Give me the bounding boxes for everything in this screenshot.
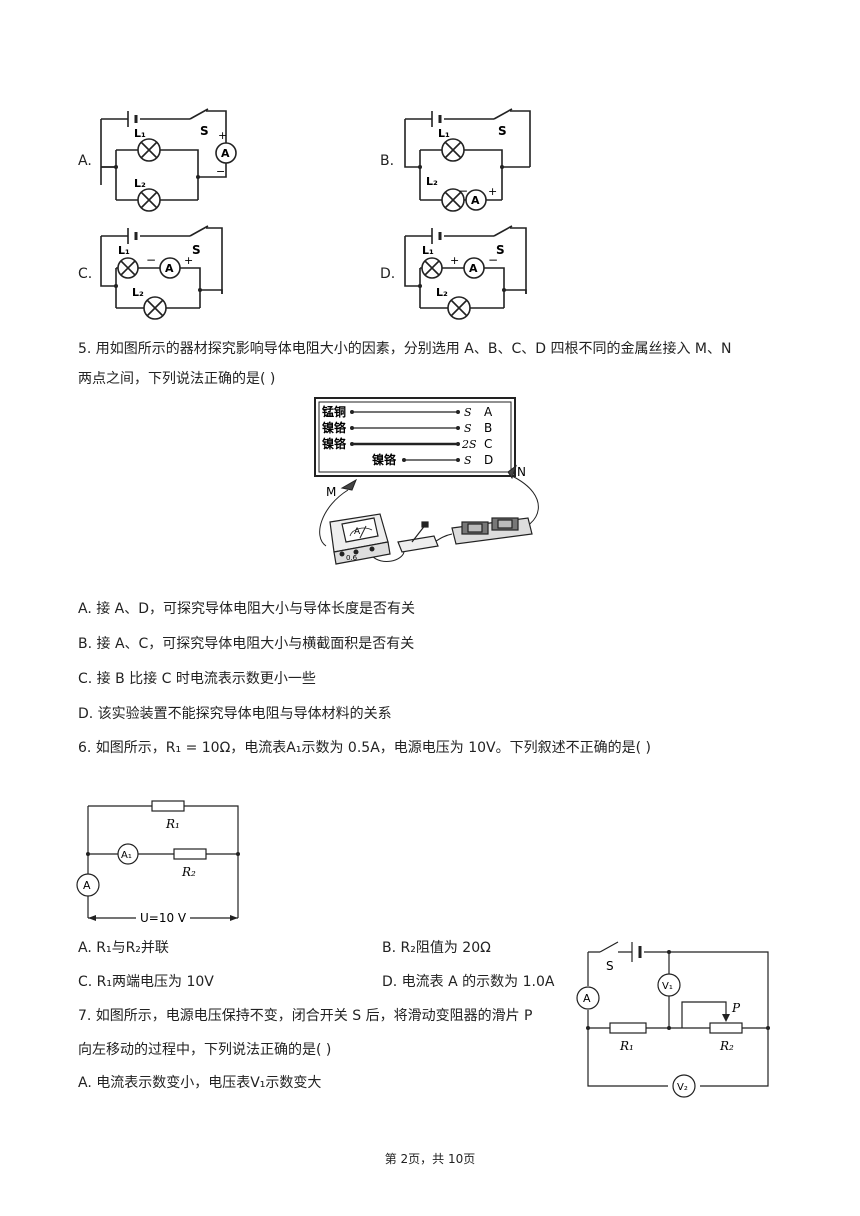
minus-sign: − xyxy=(488,253,498,267)
lamp-label-l1: L₁ xyxy=(438,127,450,140)
question-5-option-a: A. 接 A、D，可探究导体电阻大小与导体长度是否有关 xyxy=(78,601,416,617)
question-5-option-b: B. 接 A、C，可探究导体电阻大小与横截面积是否有关 xyxy=(78,636,415,652)
clip-label-m: M xyxy=(326,485,336,499)
wire-d-area: S xyxy=(464,454,472,467)
circuit-diagram-b: L₁ L₂ S A + − xyxy=(404,108,531,212)
switch-label: S xyxy=(192,243,201,257)
circuit-diagram-a: L₁ L₂ S A + − xyxy=(100,108,237,212)
wire-c-letter: C xyxy=(484,437,492,451)
question-6-option-c: C. R₁两端电压为 10V xyxy=(78,974,214,990)
lamp-label-l2: L₂ xyxy=(426,175,438,188)
series-circuit-figure: S A V₁ V₂ P R₁ R₂ xyxy=(576,941,770,1098)
plus-sign: + xyxy=(488,185,497,198)
resistor-label-r2: R₂ xyxy=(719,1039,734,1053)
lamp-label-l2: L₂ xyxy=(132,286,144,299)
ammeter-label: A xyxy=(471,194,480,207)
question-6-option-a: A. R₁与R₂并联 xyxy=(78,940,169,956)
lamp-label-l1: L₁ xyxy=(134,127,146,140)
slider-label-p: P xyxy=(731,1001,741,1015)
voltmeter-v2-label: V₂ xyxy=(677,1082,688,1093)
wire-b-material: 镍铬 xyxy=(322,420,347,435)
option-label: C. xyxy=(78,266,93,282)
question-5-stem-line-2: 两点之间，下列说法正确的是( ) xyxy=(78,371,276,387)
question-7-stem-line-1: 7. 如图所示，电源电压保持不变，闭合开关 S 后，将滑动变阻器的滑片 P xyxy=(78,1008,533,1024)
wire-a-letter: A xyxy=(484,405,493,419)
lamp-label-l2: L₂ xyxy=(436,286,448,299)
ammeter-label: A xyxy=(221,147,230,160)
question-5-option-d: D. 该实验装置不能探究导体电阻与导体材料的关系 xyxy=(78,706,392,722)
plus-sign: + xyxy=(218,129,227,142)
option-label: A. xyxy=(78,153,92,169)
resistor-label-r1: R₁ xyxy=(619,1039,634,1053)
ammeter-a1-label: A₁ xyxy=(121,850,132,861)
ammeter-scale: 0.6 xyxy=(346,554,358,562)
wire-d-material: 镍铬 xyxy=(372,452,397,467)
question-7-stem-line-2: 向左移动的过程中，下列说法正确的是( ) xyxy=(78,1042,332,1058)
parallel-circuit-figure: R₁ R₂ A₁ A U=10 V xyxy=(76,800,240,925)
option-label: B. xyxy=(380,153,395,169)
wire-a-area: S xyxy=(464,406,472,419)
lamp-label-l1: L₁ xyxy=(118,244,130,257)
resistance-experiment-figure: 锰铜 镍铬 镍铬 镍铬 S S 2S S A B C D M N A 0.6 xyxy=(314,397,539,565)
minus-sign: − xyxy=(458,184,468,198)
resistor-label-r2: R₂ xyxy=(181,865,196,879)
plus-sign: + xyxy=(184,254,193,267)
wire-a-material: 锰铜 xyxy=(322,404,346,419)
question-6-stem: 6. 如图所示，R₁ = 10Ω，电流表A₁示数为 0.5A，电源电压为 10V… xyxy=(78,740,651,756)
switch-label: S xyxy=(606,959,614,973)
ammeter-letter: A xyxy=(354,527,361,537)
resistor-label-r1: R₁ xyxy=(165,817,180,831)
ammeter-label: A xyxy=(583,992,591,1005)
lamp-label-l1: L₁ xyxy=(422,244,434,257)
lamp-label-l2: L₂ xyxy=(134,177,146,190)
wire-d-letter: D xyxy=(484,453,493,467)
wire-c-area: 2S xyxy=(461,438,477,451)
voltmeter-v1-label: V₁ xyxy=(662,981,673,992)
ammeter-a-label: A xyxy=(83,879,91,892)
switch-label: S xyxy=(200,124,209,138)
ammeter-label: A xyxy=(469,262,478,275)
page-footer: 第 2页，共 10页 xyxy=(384,1152,476,1166)
question-6-option-b: B. R₂阻值为 20Ω xyxy=(382,940,491,956)
wire-b-area: S xyxy=(464,422,472,435)
plus-sign: + xyxy=(450,254,459,267)
circuit-diagram-d: L₁ L₂ S A + − xyxy=(404,225,527,320)
question-6-option-d: D. 电流表 A 的示数为 1.0A xyxy=(382,974,555,990)
voltage-label: U=10 V xyxy=(140,911,187,925)
minus-sign: − xyxy=(216,165,225,178)
circuit-diagram-c: L₁ L₂ S A + − xyxy=(100,225,223,320)
option-label: D. xyxy=(380,266,396,282)
question-5-option-c: C. 接 B 比接 C 时电流表示数更小一些 xyxy=(78,671,316,687)
minus-sign: − xyxy=(146,253,156,267)
wire-c-material: 镍铬 xyxy=(322,436,347,451)
clip-label-n: N xyxy=(517,465,526,479)
wire-b-letter: B xyxy=(484,421,492,435)
ammeter-label: A xyxy=(165,262,174,275)
question-5-stem-line-1: 5. 用如图所示的器材探究影响导体电阻大小的因素，分别选用 A、B、C、D 四根… xyxy=(78,341,732,357)
question-7-option-a: A. 电流表示数变小，电压表V₁示数变大 xyxy=(78,1075,322,1091)
switch-label: S xyxy=(498,124,507,138)
switch-label: S xyxy=(496,243,505,257)
